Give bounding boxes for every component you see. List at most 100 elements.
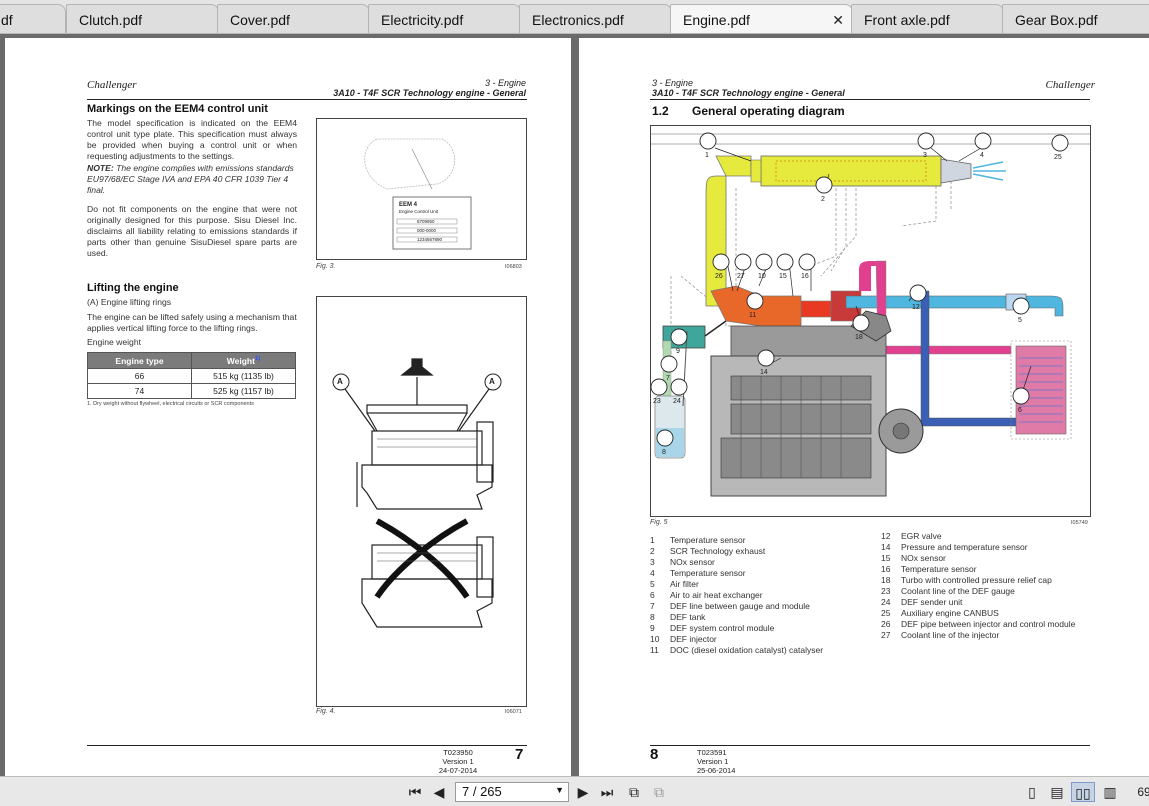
brand-logo: Challenger — [87, 79, 137, 91]
callout-16: 16 — [801, 273, 809, 280]
section-label: 3 - Engine — [484, 78, 526, 88]
callout-3: 3 — [923, 152, 927, 159]
zoom-level[interactable]: 69 — [1137, 785, 1149, 799]
callout-14: 14 — [760, 369, 768, 376]
callout-27: 27 — [737, 273, 745, 280]
note-paragraph: NOTE: The engine complies with emissions… — [87, 163, 297, 196]
table-cell: 66 — [87, 368, 192, 384]
callout-a-right: A — [489, 377, 495, 386]
plate-title: EEM 4 — [399, 202, 418, 208]
paragraph-specification: The model specification is indicated on … — [87, 118, 297, 161]
table-row: 74 525 kg (1157 lb) — [87, 383, 296, 399]
page-number-input[interactable]: 7 / 265 ▼ — [455, 782, 569, 802]
brand-logo: Challenger — [1045, 79, 1096, 91]
tab-partial[interactable]: df — [0, 4, 66, 33]
page-7: Challenger 3 - Engine 3A10 - T4F SCR Tec… — [5, 38, 571, 776]
table-footnote-mark: 1) — [254, 355, 261, 362]
table-header: Weight1) — [191, 352, 296, 369]
note-label: NOTE: — [87, 163, 114, 173]
figure-caption: Fig. 5 — [650, 519, 668, 526]
figure-3: EEM 4 Engine Control Unit 8709950 000-00… — [316, 118, 527, 260]
go-back-view-icon[interactable]: ⧉ — [629, 784, 639, 800]
tab-electricity[interactable]: Electricity.pdf — [368, 4, 521, 33]
callout-2: 2 — [821, 196, 825, 203]
page-field-value: 7 / 265 — [462, 784, 502, 799]
two-page-view-icon[interactable]: ▯▯ — [1071, 782, 1095, 802]
tab-label: Gear Box.pdf — [1015, 12, 1098, 28]
ecu-plate-illustration — [364, 138, 472, 250]
continuous-view-icon[interactable]: ▤ — [1050, 784, 1064, 800]
tab-label: Engine.pdf — [683, 12, 750, 28]
go-forward-view-icon[interactable]: ⧉ — [654, 784, 664, 800]
note-text: The engine complies with emissions stand… — [87, 163, 294, 195]
callout-23: 23 — [653, 398, 661, 405]
figure-4: A A — [316, 296, 527, 707]
plate-subtitle: Engine Control Unit — [399, 209, 439, 214]
callout-11: 11 — [749, 312, 757, 319]
figure-caption: Fig. 3. — [316, 263, 336, 270]
doc-title: 3A10 - T4F SCR Technology engine - Gener… — [333, 88, 526, 98]
first-page-icon[interactable]: ⏮ — [408, 784, 422, 800]
figure-5-diagram: 1 2 3 4 25 26 27 10 15 16 11 12 5 9 18 1… — [650, 125, 1091, 517]
footer-code: T023950 — [443, 748, 473, 757]
close-tab-icon[interactable]: ✕ — [832, 12, 844, 28]
callout-6: 6 — [1018, 407, 1022, 414]
tab-front-axle[interactable]: Front axle.pdf — [851, 4, 1004, 33]
tab-gear-box[interactable]: Gear Box.pdf — [1002, 4, 1149, 33]
footer-date: 24-07-2014 — [438, 766, 478, 775]
callout-7: 7 — [666, 375, 670, 382]
heading-lifting: Lifting the engine — [87, 282, 179, 294]
callout-10: 10 — [758, 273, 766, 280]
single-page-view-icon[interactable]: ▯ — [1028, 784, 1036, 800]
page-8: 3 - Engine 3A10 - T4F SCR Technology eng… — [579, 38, 1149, 776]
callout-15: 15 — [779, 273, 787, 280]
engine-lifting-illustration — [332, 358, 502, 628]
table-header-row: Engine type Weight1) — [87, 352, 296, 369]
table-row: 66 515 kg (1135 lb) — [87, 368, 296, 384]
tab-label: Electricity.pdf — [381, 12, 464, 28]
tab-cover[interactable]: Cover.pdf — [217, 4, 370, 33]
figure-id: I06803 — [505, 264, 522, 270]
heading-markings: Markings on the EEM4 control unit — [87, 103, 268, 115]
two-page-continuous-icon[interactable]: ▥ — [1103, 784, 1117, 800]
plate-value: 8709950 — [417, 219, 435, 224]
previous-page-icon[interactable]: ◀ — [433, 784, 445, 800]
tab-engine[interactable]: Engine.pdf ✕ — [670, 4, 853, 33]
callout-1: 1 — [705, 152, 709, 159]
callout-25: 25 — [1054, 154, 1062, 161]
tab-clutch[interactable]: Clutch.pdf — [66, 4, 219, 33]
tab-label: Front axle.pdf — [864, 12, 950, 28]
footer-doc-info: T023591 Version 1 25-06-2014 — [697, 748, 735, 775]
callout-26: 26 — [715, 273, 723, 280]
next-page-icon[interactable]: ▶ — [577, 784, 589, 800]
chevron-down-icon[interactable]: ▼ — [555, 785, 564, 795]
plate-value: 1234567890 — [417, 237, 443, 242]
table-cell: 515 kg (1135 lb) — [191, 368, 296, 384]
tab-bar: df Clutch.pdf Cover.pdf Electricity.pdf … — [0, 0, 1149, 34]
doc-title: 3A10 - T4F SCR Technology engine - Gener… — [652, 88, 845, 98]
tab-label: Electronics.pdf — [532, 12, 624, 28]
paragraph-lifting: The engine can be lifted safely using a … — [87, 312, 297, 333]
last-page-icon[interactable]: ⏭ — [600, 784, 614, 800]
figure-id: I05749 — [1071, 520, 1088, 526]
tab-electronics[interactable]: Electronics.pdf — [519, 4, 672, 33]
callout-12: 12 — [912, 304, 920, 311]
section-title: General operating diagram — [692, 104, 845, 118]
footer-rule — [87, 745, 527, 746]
page-number: 7 — [515, 746, 524, 763]
document-viewer[interactable]: Challenger 3 - Engine 3A10 - T4F SCR Tec… — [0, 34, 1149, 776]
callout-24: 24 — [673, 398, 681, 405]
tab-label: df — [1, 12, 13, 28]
callout-4: 4 — [980, 152, 984, 159]
